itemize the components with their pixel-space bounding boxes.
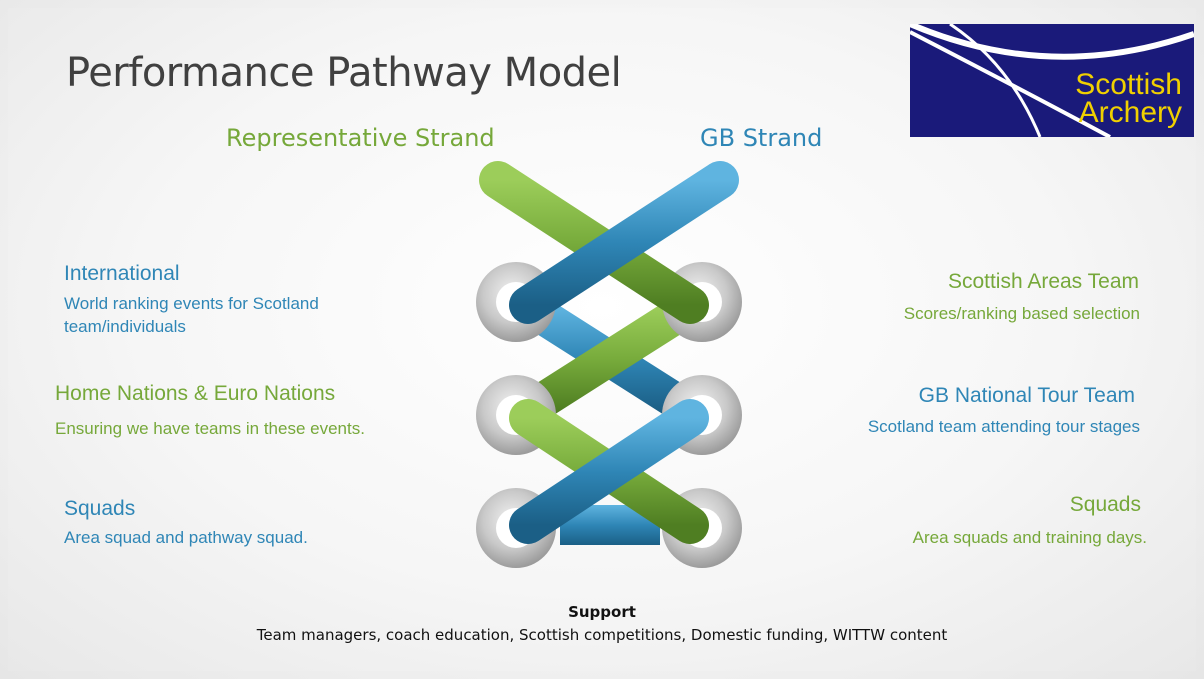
page-title: Performance Pathway Model — [66, 50, 622, 96]
support-heading: Support — [568, 603, 636, 621]
right-item-heading: GB National Tour Team — [918, 384, 1135, 407]
right-item-heading: Squads — [1069, 493, 1141, 516]
logo-text-line2: Archery — [1078, 96, 1182, 129]
right-item-heading: Scottish Areas Team — [947, 270, 1139, 293]
green-lace-segment — [510, 289, 708, 428]
logo-arcs-icon — [910, 24, 1194, 137]
scottish-archery-logo: Scottish Archery — [910, 24, 1194, 137]
right-item-desc: Area squads and training days. — [912, 528, 1147, 547]
left-item-desc: Ensuring we have teams in these events. — [55, 419, 365, 438]
left-item-heading: Squads — [64, 497, 136, 520]
blue-lace-segment — [509, 399, 709, 544]
left-item-desc: team/individuals — [64, 317, 186, 336]
gb-strand-heading: GB Strand — [700, 124, 823, 152]
left-item-heading: Home Nations & Euro Nations — [55, 382, 336, 405]
logo-text-line1: Scottish — [1075, 68, 1182, 101]
right-item-desc: Scores/ranking based selection — [903, 304, 1140, 323]
right-item-desc: Scotland team attending tour stages — [867, 417, 1140, 436]
blue-lace-segment — [509, 161, 739, 324]
left-item-desc: Area squad and pathway squad. — [64, 528, 308, 547]
representative-strand-heading: Representative Strand — [226, 124, 495, 152]
left-item-desc: World ranking events for Scotland — [64, 294, 319, 313]
support-text: Team managers, coach education, Scottish… — [256, 626, 948, 644]
left-item-heading: International — [64, 262, 180, 285]
